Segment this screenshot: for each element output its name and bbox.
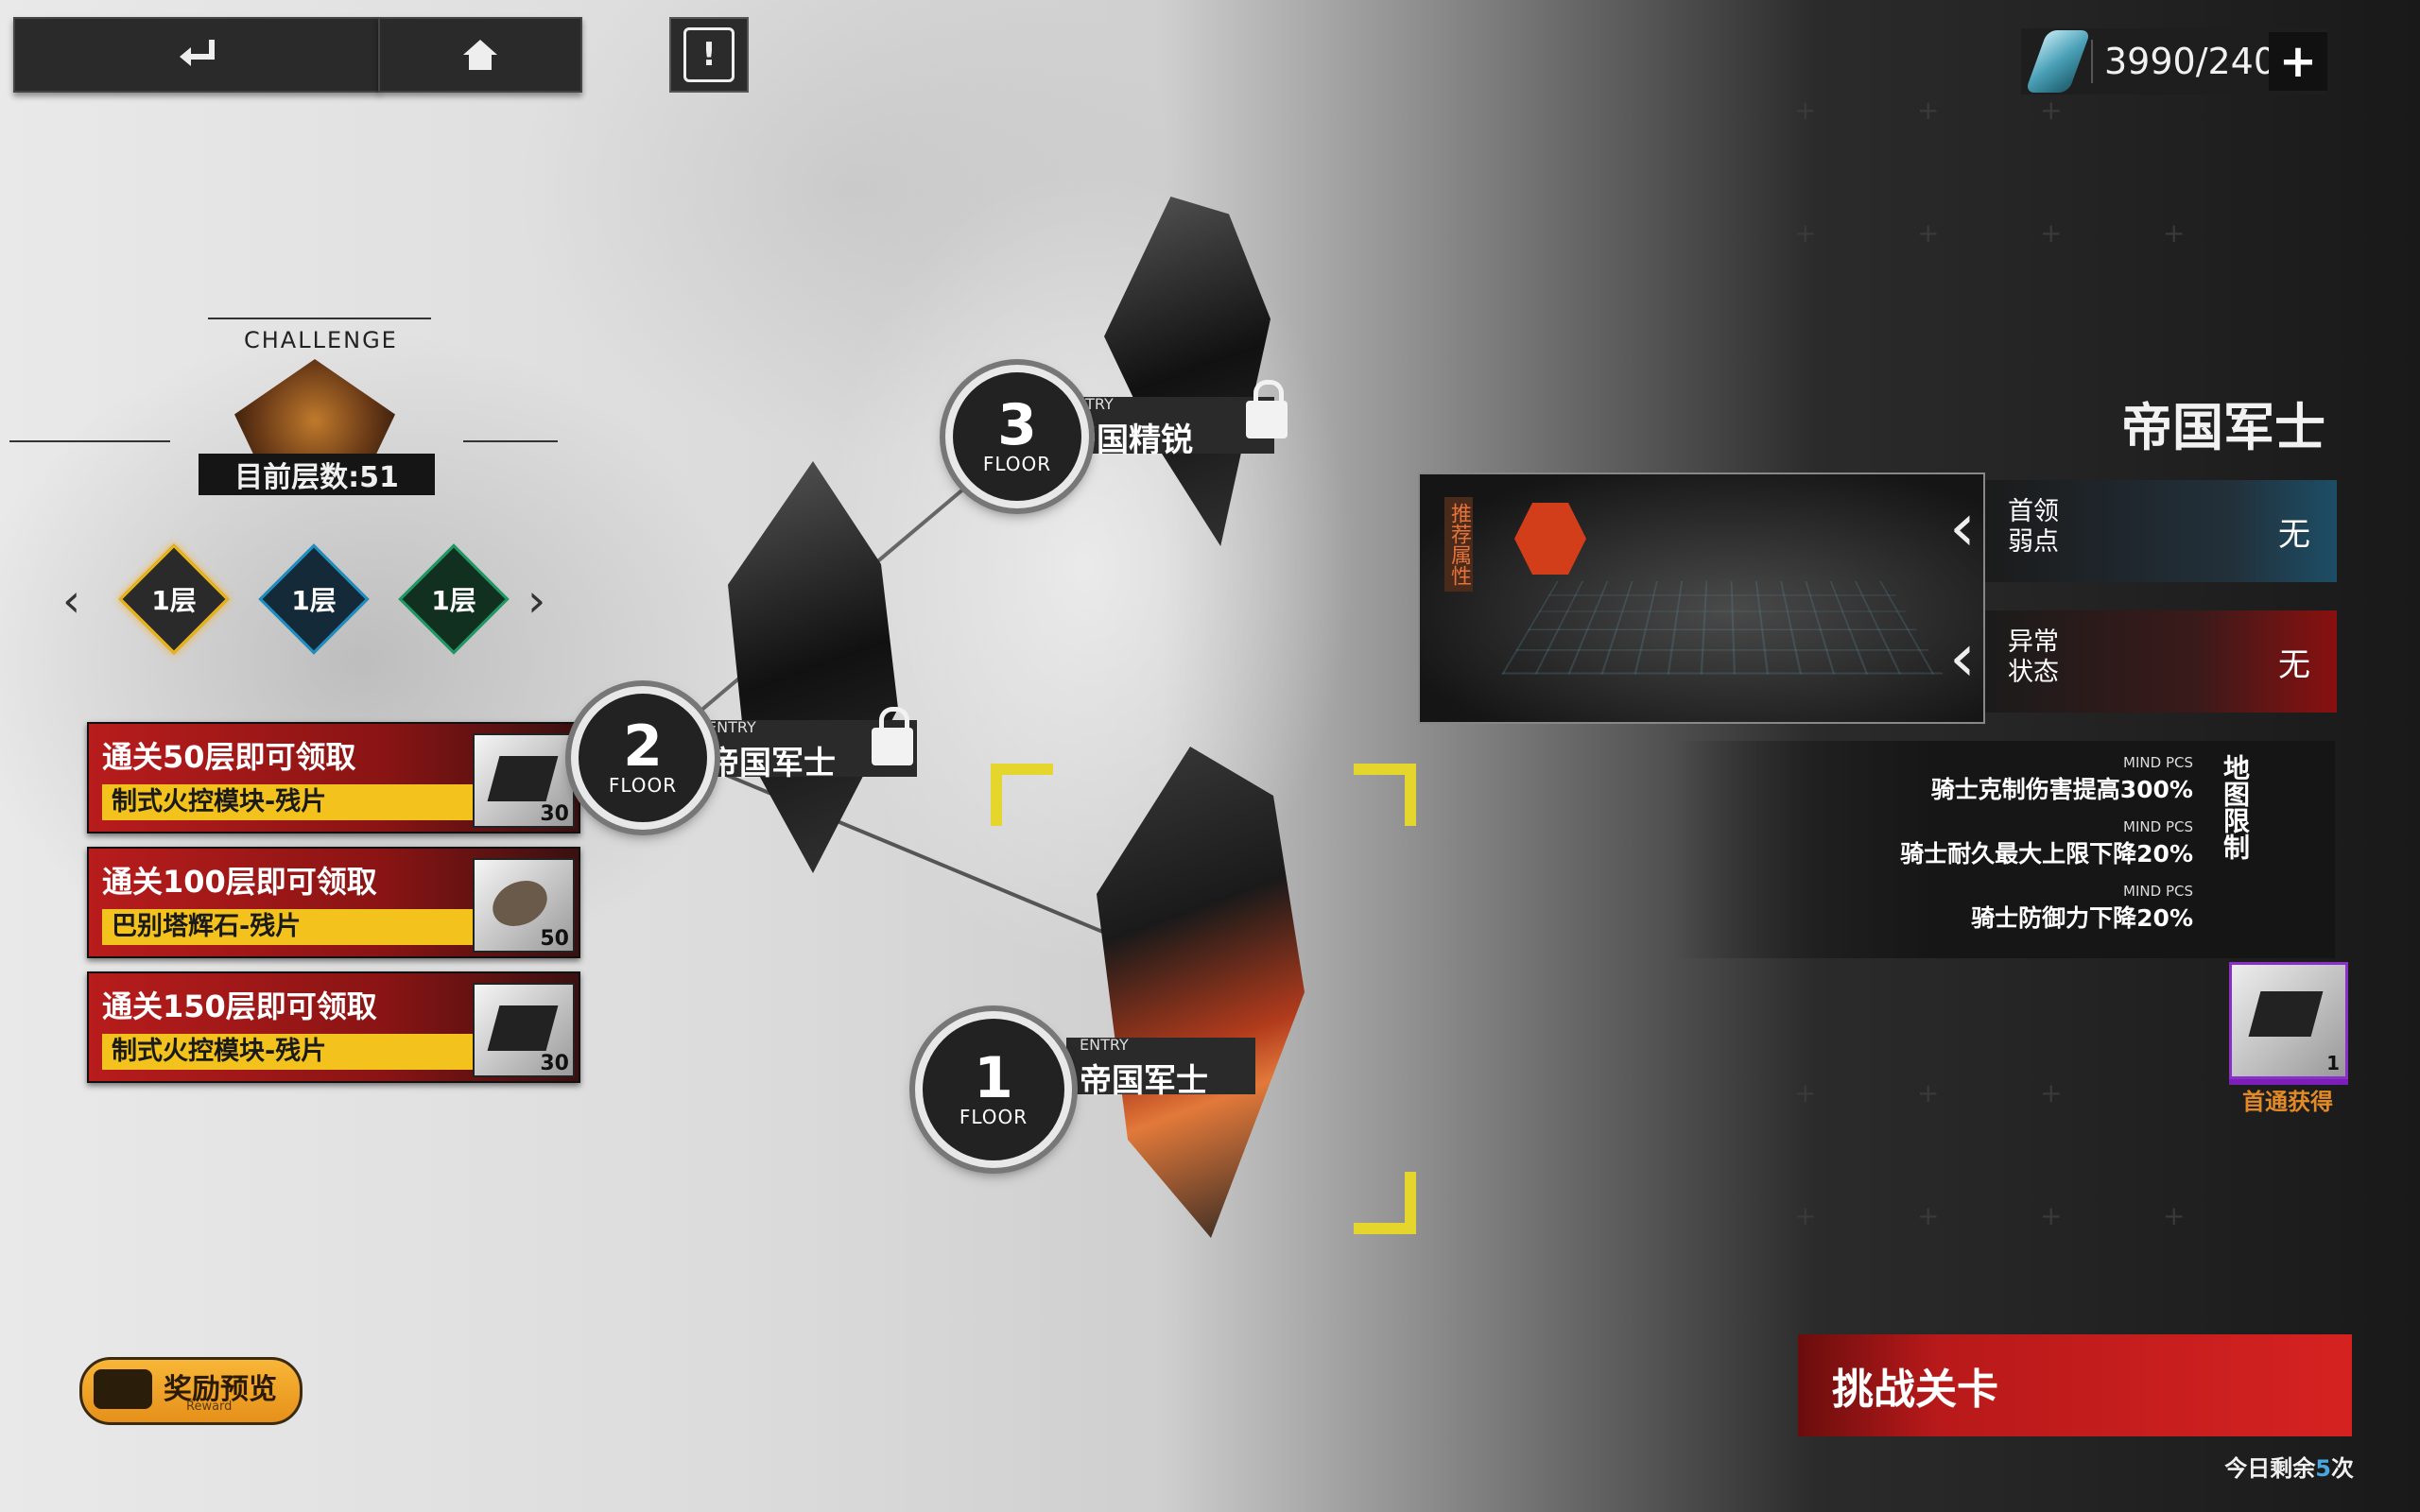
reward-count: 30 (540, 802, 569, 826)
first-clear-reward-icon[interactable]: 1 (2229, 962, 2348, 1079)
tier-diamond-blue[interactable]: 1层 (258, 543, 370, 655)
stage-title: 帝国军士 (2121, 398, 2325, 457)
current-floor: 目前层数:51 (199, 454, 435, 495)
chevron-left-icon: ‹ (1949, 619, 1976, 696)
selection-corner (1354, 764, 1416, 826)
limit-row: MIND PCS 骑士防御力下降20% (1971, 883, 2193, 932)
reward-count: 30 (540, 1052, 569, 1075)
reward-card[interactable]: 通关150层即可领取 制式火控模块-残片 30 (87, 971, 580, 1083)
reward-card[interactable]: 通关100层即可领取 巴别塔辉石-残片 50 (87, 847, 580, 958)
chevron-left-icon: ‹ (1949, 489, 1976, 566)
floor2-node[interactable]: 2 FLOOR (571, 686, 715, 830)
tier-diamond-green[interactable]: 1层 (398, 543, 510, 655)
exclamation-icon: ! (683, 27, 735, 82)
back-button[interactable] (13, 17, 380, 93)
boss-weakness-value: 无 (2278, 516, 2310, 554)
module-item-icon: 30 (473, 983, 575, 1077)
tier-label: 1层 (151, 585, 197, 616)
map-limits-panel: MIND PCS 骑士克制伤害提高300% MIND PCS 骑士耐久最大上限下… (1673, 741, 2335, 958)
floor1-node[interactable]: 1 FLOOR (915, 1011, 1072, 1168)
status-box: ‹ 异常 状态 无 (1949, 610, 2337, 713)
tier-label: 1层 (431, 585, 476, 616)
map-limit-label: 地图限制 (2220, 754, 2251, 860)
floor3-node[interactable]: 3 FLOOR (945, 365, 1089, 508)
alert-button[interactable]: ! (669, 17, 749, 93)
stage-preview: 推荐属性 (1418, 472, 1985, 724)
selection-corner (991, 764, 1053, 826)
status-label: 异常 状态 (2008, 627, 2059, 687)
chest-icon (94, 1369, 152, 1409)
reward-item: 制式火控模块-残片 (102, 784, 507, 820)
stone-item-icon: 50 (473, 858, 575, 953)
first-clear-count: 1 (2326, 1052, 2340, 1074)
limit-row: MIND PCS 骑士克制伤害提高300% (1930, 754, 2193, 803)
lock-icon (1246, 380, 1288, 438)
status-value: 无 (2278, 646, 2310, 684)
floor1-entry-tag: ENTRY 帝国军士 (1066, 1036, 1255, 1100)
boss-weakness-label: 首领 弱点 (2008, 497, 2059, 557)
home-icon (463, 40, 497, 70)
remaining-attempts: 今日剩余5次 (2224, 1455, 2354, 1482)
selection-corner (1354, 1172, 1416, 1234)
lock-icon (872, 707, 913, 765)
limit-row: MIND PCS 骑士耐久最大上限下降20% (1900, 818, 2193, 868)
add-currency-button[interactable]: + (2269, 32, 2327, 91)
tier-label: 1层 (291, 585, 337, 616)
reward-preview-button[interactable]: 奖励预览 Reward (79, 1357, 302, 1425)
first-clear-label: 首通获得 (2242, 1089, 2333, 1115)
home-button[interactable] (378, 17, 582, 93)
currency-value: 3990/240 (2104, 41, 2277, 82)
reward-item: 巴别塔辉石-残片 (102, 909, 507, 945)
reward-title: 通关50层即可领取 (102, 739, 356, 775)
attribute-skull-icon (1514, 503, 1586, 575)
tier-prev-icon[interactable]: ‹ (62, 575, 81, 627)
recommended-attr-label: 推荐属性 (1444, 497, 1473, 592)
tier-next-icon[interactable]: › (527, 575, 546, 627)
floor1-name: 帝国军士 (1080, 1062, 1208, 1100)
ornament-line (9, 440, 170, 442)
reward-card[interactable]: 通关50层即可领取 制式火控模块-残片 30 (87, 722, 580, 833)
ornament-line (208, 318, 431, 319)
back-arrow-icon (180, 40, 215, 66)
reward-title: 通关150层即可领取 (102, 988, 377, 1024)
reward-item: 制式火控模块-残片 (102, 1034, 507, 1070)
floor2-name: 帝国军士 (707, 745, 836, 782)
reward-title: 通关100层即可领取 (102, 864, 377, 900)
challenge-label: CHALLENGE (244, 327, 398, 353)
challenge-stage-button[interactable]: 挑战关卡 (1798, 1334, 2352, 1436)
tier-diamond-gold[interactable]: 1层 (118, 543, 230, 655)
boss-weakness-box: ‹ 首领 弱点 无 (1949, 480, 2337, 582)
ornament-line (463, 440, 558, 442)
reward-count: 50 (540, 927, 569, 951)
